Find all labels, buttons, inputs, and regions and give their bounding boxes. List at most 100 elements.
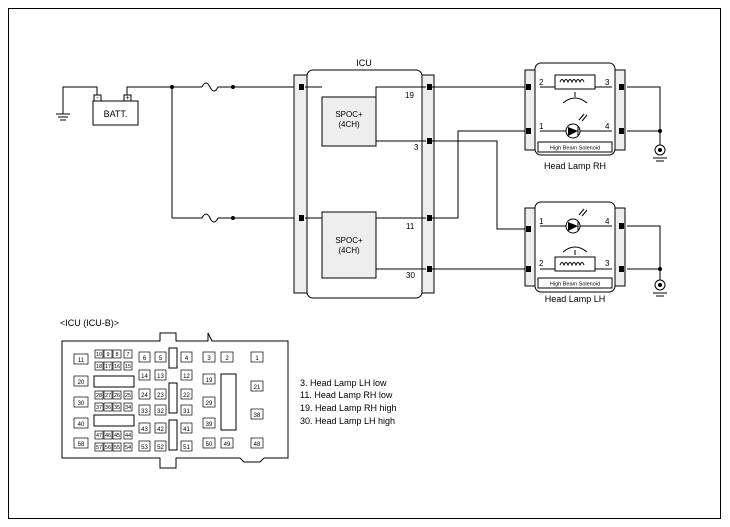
svg-text:4: 4 [605,122,610,131]
connector-pin-label: 1 [255,356,259,362]
ground-lh-icon [653,279,667,297]
connector-pin-box [202,417,216,429]
connector-pin-label: 12 [183,374,190,380]
connector-pin-label: 13 [157,374,164,380]
legend-item: 11. Head Lamp RH low [300,390,393,400]
connector-pin-label: 49 [224,442,231,448]
connector-pin-box [123,349,133,359]
connector-pin-label: 9 [106,352,109,358]
connector-pin-label: 33 [141,409,148,415]
connector-pin-box [112,361,122,371]
battery-body [92,100,139,126]
connector-pin-label: 46 [105,433,111,439]
connector-pin-label: 38 [254,413,261,419]
connector-pin-box [123,361,133,371]
svg-text:2: 2 [539,78,544,87]
connector-pin-box [154,422,167,434]
svg-text:1: 1 [539,217,544,226]
connector-pin-label: 32 [157,409,164,415]
connector-pin-box [202,351,216,363]
connector-pin-label: 19 [206,378,213,384]
connector-pin-label: 26 [114,393,120,399]
icu-module: ICU SPOC+ (4CH) SPOC+ (4CH) 19 3 11 30 [293,58,435,299]
connector-pin-label: 10 [96,352,102,358]
head-lamp-lh-caption: Head Lamp LH [545,294,606,304]
connector-pin-box [138,351,151,363]
connector-pin-label: 5 [159,356,163,362]
connector-pin-box [112,402,122,412]
ground-rh-icon [653,144,667,162]
connector-pin-box [103,361,113,371]
connector-pin-label: 7 [126,352,129,358]
connector-pin-box [180,351,193,363]
connector-pin-box [112,430,122,440]
connector-pin-box [154,388,167,400]
connector-pin-box [138,440,151,452]
connector-pin-label: 42 [157,427,164,433]
connector-pin-box [180,440,193,452]
legend-item: 3. Head Lamp LH low [300,378,387,388]
svg-text:4: 4 [605,217,610,226]
connector-pin-box [112,390,122,400]
connector-pin-label: 16 [114,364,120,370]
connector-pin-box [94,390,104,400]
connector-pin-box [180,388,193,400]
connector-pin-box [202,437,216,449]
connector-pin-label: 29 [206,401,213,407]
connector-pin-box [154,440,167,452]
connector-pin-label: 17 [105,364,111,370]
connector-pin-label: 37 [96,405,102,411]
legend-item: 19. Head Lamp RH high [300,403,397,413]
connector-pin-label: 34 [125,405,131,411]
connector-pin-label: 41 [183,427,190,433]
connector-pin-label: 8 [115,352,118,358]
page-frame [8,8,721,519]
connector-pin-box [154,404,167,416]
connector-pin-box [180,369,193,381]
led-rh-icon [568,127,578,136]
connector-pin-box [73,437,89,449]
connector-pin-box [138,422,151,434]
connector-pin-box [103,349,113,359]
connector-pin-box [94,430,104,440]
led-lh-icon [568,222,578,231]
connector-pin-label: 14 [141,374,148,380]
svg-text:1: 1 [539,122,544,131]
connector-pin-label: 35 [114,405,120,411]
svg-text:SPOC+: SPOC+ [335,236,363,245]
connector-pin-label: 44 [125,433,131,439]
connector-pin-box [103,402,113,412]
head-lamp-rh-caption: Head Lamp RH [544,161,606,171]
connector-pin-label: 30 [78,401,85,407]
battery-plus: + [125,95,129,102]
connector-pin-box [202,396,216,408]
connector-pin-label: 11 [78,358,85,364]
connector-pin-box [123,442,133,452]
connector-pin-box [94,402,104,412]
connector-pin-label: 23 [157,393,164,399]
connector-pin-box [154,351,167,363]
connector-pin-label: 43 [141,427,148,433]
connector-pin-box [138,388,151,400]
connector-pin-box [73,353,89,365]
connector-pin-box [220,351,234,363]
connector-pin-label: 22 [183,393,190,399]
connector-pin-label: 52 [157,445,164,451]
lh-solenoid-label: High Beam Solenoid [550,282,600,288]
connector-pin-label: 51 [183,445,190,451]
connector-pin-box [103,430,113,440]
connector-pin-label: 24 [141,393,148,399]
connector-pin-box [73,396,89,408]
connector-pin-box [250,437,264,449]
connector-pin-box [180,422,193,434]
spoc-block-upper [321,96,377,147]
battery-label: BATT. [104,109,128,119]
connector-pin-box [250,380,264,392]
connector-pin-box [123,430,133,440]
svg-text:SPOC+: SPOC+ [335,110,363,119]
connector-pin-label: 50 [206,442,213,448]
connector-pin-label: 57 [96,445,102,451]
